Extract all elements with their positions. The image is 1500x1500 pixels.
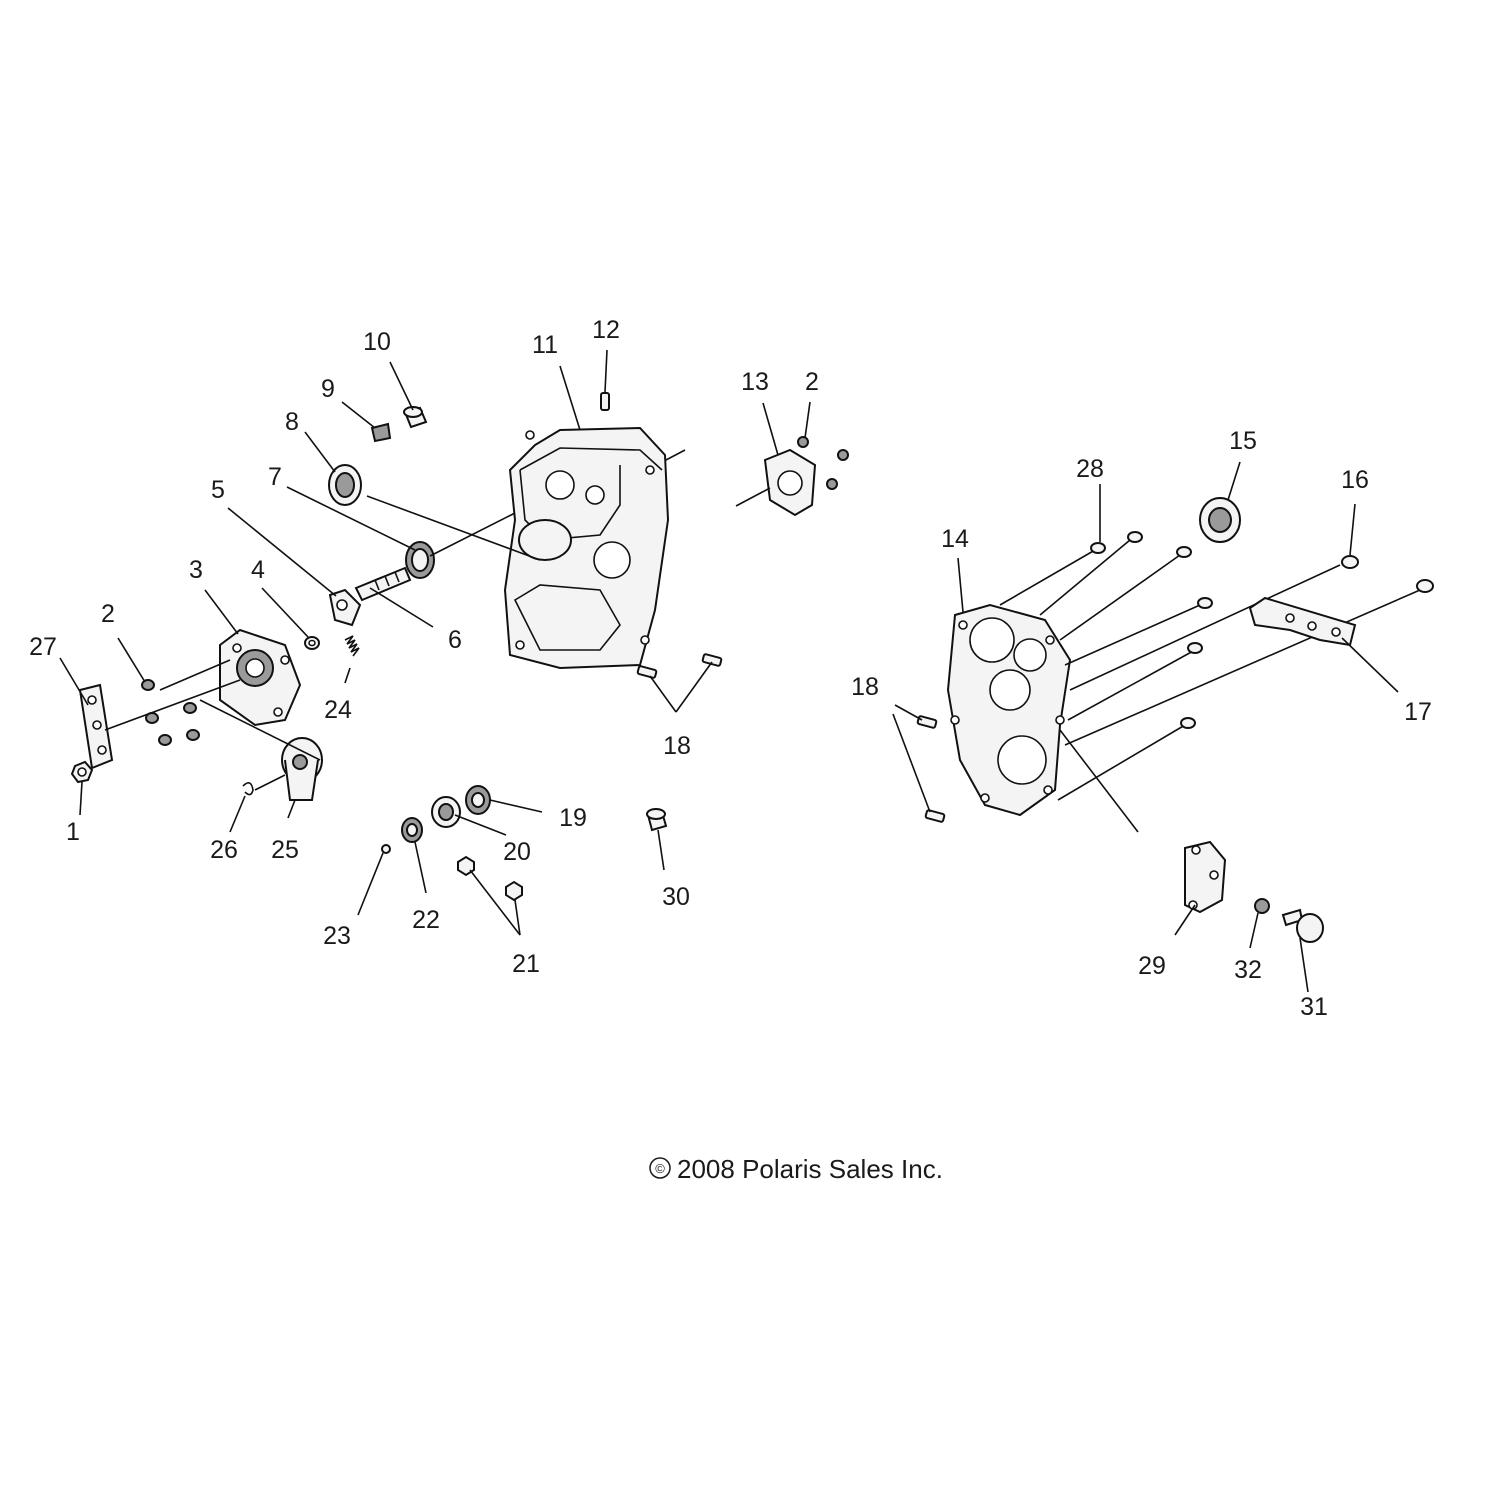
callout-25: 25	[271, 836, 299, 864]
copyright-notice: © 2008 Polaris Sales Inc.	[649, 1154, 943, 1184]
callout-16: 16	[1341, 466, 1369, 494]
callout-24: 24	[324, 696, 352, 724]
callout-11: 11	[532, 331, 558, 359]
part-5-lever	[328, 588, 362, 627]
callout-22: 22	[412, 906, 440, 934]
part-6-shaft	[354, 566, 412, 602]
part-19-gear	[465, 785, 491, 815]
callout-29: 29	[1138, 952, 1166, 980]
callout-32: 32	[1234, 956, 1262, 984]
leader-lines	[59, 349, 1399, 993]
part-30-plug	[646, 808, 668, 832]
callout-13: 13	[741, 368, 769, 396]
callout-9: 9	[321, 375, 335, 403]
callout-3: 3	[189, 556, 203, 584]
callout-2-right: 2	[805, 368, 819, 396]
part-1-nut	[70, 760, 94, 784]
callout-6: 6	[448, 626, 462, 654]
part-27-bracket	[78, 683, 114, 770]
callout-12: 12	[592, 316, 620, 344]
part-28-bolts	[999, 531, 1421, 801]
copyright-text: 2008 Polaris Sales Inc.	[677, 1154, 943, 1184]
callout-4: 4	[251, 556, 265, 584]
part-18-dowels-right	[916, 715, 946, 823]
part-25-sensor	[281, 737, 323, 801]
copyright-symbol: ©	[655, 1161, 665, 1176]
part-7-gear	[405, 541, 435, 579]
callout-17: 17	[1404, 698, 1432, 726]
part-4-washer	[304, 636, 320, 650]
callout-5: 5	[211, 476, 225, 504]
part-31-knob	[1281, 908, 1324, 943]
callout-8: 8	[285, 408, 299, 436]
callout-19: 19	[559, 804, 587, 832]
part-32-nut	[1254, 898, 1270, 914]
callout-30: 30	[662, 883, 690, 911]
callout-23: 23	[323, 922, 351, 950]
callout-18-center: 18	[663, 732, 691, 760]
part-12-pin	[600, 392, 610, 411]
callout-1: 1	[66, 818, 80, 846]
part-16-bolts	[1341, 555, 1434, 593]
callout-31: 31	[1300, 993, 1328, 1021]
callout-20: 20	[503, 838, 531, 866]
callout-28: 28	[1076, 455, 1104, 483]
part-22-gear	[401, 817, 423, 843]
callout-21: 21	[512, 950, 540, 978]
callout-7: 7	[268, 463, 282, 491]
callout-26: 26	[210, 836, 238, 864]
callout-10: 10	[363, 328, 391, 356]
part-9-plate	[370, 422, 392, 443]
part-15-seal	[1199, 497, 1241, 543]
callout-15: 15	[1229, 427, 1257, 455]
callout-labels: 1 2 2 3 4 5 6 7 8 9 10 11 12 13 14 15 16…	[29, 316, 1432, 1021]
part-26-clip	[242, 782, 254, 796]
part-11-housing	[503, 426, 670, 670]
callout-14: 14	[941, 525, 969, 553]
part-24-spring	[344, 635, 360, 657]
callout-2-left: 2	[101, 600, 115, 628]
part-8-seal	[328, 464, 362, 506]
callout-18-right: 18	[851, 673, 879, 701]
part-2-screws-right	[797, 436, 849, 490]
part-17-bracket	[1248, 596, 1357, 647]
part-20-bearing	[431, 796, 461, 828]
part-13-cover	[763, 448, 817, 517]
part-23-washer	[381, 844, 391, 854]
callout-27: 27	[29, 633, 57, 661]
part-3-cover	[219, 628, 302, 727]
part-10-plug	[403, 406, 428, 429]
part-14-side-cover	[946, 603, 1072, 817]
part-29-bracket	[1184, 840, 1227, 914]
